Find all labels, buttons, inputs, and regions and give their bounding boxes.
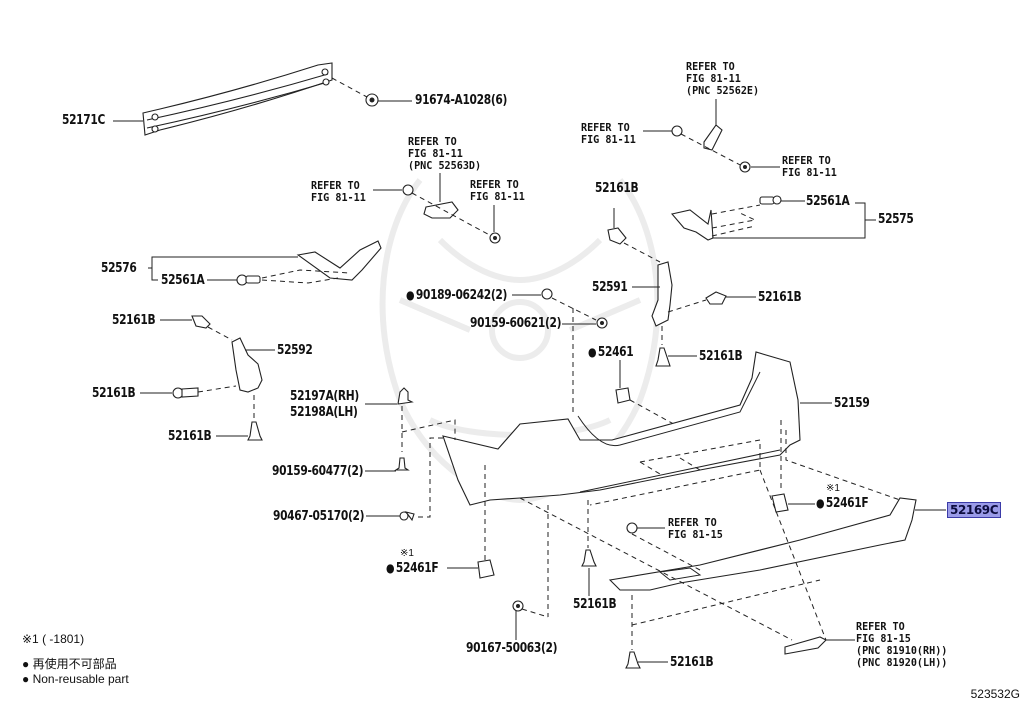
part-label-52461f-lh[interactable]: 52461F: [386, 562, 439, 575]
legend-non-reusable-jp: ● 再使用不可部品: [22, 655, 117, 672]
clip-52161b-rh-mid[interactable]: [705, 291, 727, 305]
part-label-52161b-bottom-center[interactable]: 52161B: [573, 597, 617, 612]
part-label-52561a-lh[interactable]: 52561A: [161, 273, 205, 288]
cap-52461f-lh[interactable]: [477, 559, 495, 579]
clip-52161b-lh-mid[interactable]: [172, 387, 199, 399]
part-label-52576[interactable]: 52576: [101, 261, 137, 276]
screw-top-center[interactable]: [489, 232, 501, 244]
bracket-52592[interactable]: [231, 337, 263, 393]
bullet-icon: ●: [22, 657, 33, 671]
refer-note-52563d[interactable]: REFER TO FIG 81-11 (PNC 52563D): [408, 135, 482, 172]
clip-52161b-lh-low[interactable]: [247, 421, 263, 441]
retainer-52563d[interactable]: [423, 201, 459, 219]
bumper-cover-52159[interactable]: [442, 351, 801, 506]
bolt-91674[interactable]: [365, 93, 379, 107]
bullet-icon: ●: [22, 672, 33, 686]
screw-90189[interactable]: [541, 288, 553, 300]
part-label-52197a-rh[interactable]: 52197A(RH): [290, 389, 359, 404]
legend-text-en: Non-reusable part: [32, 672, 129, 686]
part-label-52561a-rh[interactable]: 52561A: [806, 194, 850, 209]
part-label-90159-60621[interactable]: 90159-60621(2): [470, 316, 562, 331]
refer-note-top-center-left[interactable]: REFER TO FIG 81-11: [311, 179, 366, 204]
part-label-52161b-rh-upper[interactable]: 52161B: [595, 181, 639, 196]
legend-non-reusable-en: ● Non-reusable part: [22, 672, 129, 686]
retainer-52197a-52198a[interactable]: [397, 387, 414, 405]
clip-top-right[interactable]: [671, 125, 683, 137]
clip-52161b-rh-low[interactable]: [655, 347, 671, 367]
bolt-52561a-lh[interactable]: [236, 274, 261, 286]
side-retainer-lh-52576[interactable]: [296, 240, 382, 281]
screw-90159-60621[interactable]: [596, 317, 608, 329]
part-label-90167-50063[interactable]: 90167-50063(2): [466, 641, 558, 656]
clip-lower-refer[interactable]: [626, 522, 638, 534]
part-label-52461[interactable]: 52461: [588, 346, 634, 359]
part-label-52198a-lh[interactable]: 52198A(LH): [290, 405, 358, 420]
part-label-52161b-rh-mid[interactable]: 52161B: [758, 290, 802, 305]
legend-text-jp: 再使用不可部品: [32, 657, 117, 671]
part-label-52159[interactable]: 52159: [834, 396, 870, 411]
cap-52461f-rh[interactable]: [771, 493, 789, 513]
screw-top-right[interactable]: [739, 161, 751, 173]
reinforcement-52171c[interactable]: [142, 62, 333, 136]
refer-note-top-center-right[interactable]: REFER TO FIG 81-11: [470, 178, 525, 203]
clip-52161b-bottom-center[interactable]: [581, 549, 597, 567]
part-label-90467-05170[interactable]: 90467-05170(2): [273, 509, 365, 524]
bolt-52561a-rh[interactable]: [759, 195, 782, 205]
screw-90167[interactable]: [512, 600, 524, 612]
cap-note-rh: ※1: [826, 483, 840, 494]
refer-note-reflector[interactable]: REFER TO FIG 81-15 (PNC 81910(RH)) (PNC …: [856, 620, 948, 669]
part-label-52161b-lh-upper[interactable]: 52161B: [112, 313, 156, 328]
part-label-52591[interactable]: 52591: [592, 280, 628, 295]
part-label-52461f-rh[interactable]: 52461F: [816, 497, 869, 510]
part-label-52161b-lh-low[interactable]: 52161B: [168, 429, 212, 444]
clip-52161b-lh-upper[interactable]: [191, 315, 211, 329]
cover-52461[interactable]: [615, 387, 631, 404]
part-label-52169c-highlighted[interactable]: 52169C: [947, 502, 1002, 518]
cap-note-lh: ※1: [400, 548, 414, 559]
side-retainer-rh-52575[interactable]: [670, 209, 714, 241]
illustration-code: 523532G: [970, 687, 1020, 701]
part-label-90159-60477[interactable]: 90159-60477(2): [272, 464, 364, 479]
part-label-52171c[interactable]: 52171C: [62, 113, 105, 128]
part-label-52575[interactable]: 52575: [878, 212, 914, 227]
part-label-52161b-rh-low[interactable]: 52161B: [699, 349, 743, 364]
part-label-90189-06242[interactable]: 90189-06242(2): [406, 289, 508, 302]
clip-52161b-rh-upper[interactable]: [607, 227, 627, 245]
nut-90467[interactable]: [399, 511, 415, 522]
bracket-52591[interactable]: [651, 261, 673, 327]
lower-spoiler-52169c[interactable]: [608, 497, 917, 591]
part-label-91674-a1028[interactable]: 91674-A1028(6): [415, 93, 508, 108]
refer-note-top-right-left[interactable]: REFER TO FIG 81-11: [581, 121, 636, 146]
screw-90159-60477[interactable]: [394, 457, 410, 471]
part-label-52161b-bottom-right[interactable]: 52161B: [670, 655, 714, 670]
clip-52161b-bottom-right[interactable]: [625, 651, 641, 669]
clip-top-center[interactable]: [402, 184, 414, 196]
refer-note-lower-clip[interactable]: REFER TO FIG 81-15: [668, 516, 723, 541]
refer-note-top-right-right[interactable]: REFER TO FIG 81-11: [782, 154, 837, 179]
refer-note-52562e[interactable]: REFER TO FIG 81-11 (PNC 52562E): [686, 60, 760, 97]
retainer-52562e[interactable]: [703, 124, 723, 151]
legend-note-1: ※1 ( -1801): [22, 632, 85, 646]
part-label-52592[interactable]: 52592: [277, 343, 313, 358]
reflector[interactable]: [784, 636, 827, 655]
part-label-52161b-lh-mid[interactable]: 52161B: [92, 386, 136, 401]
